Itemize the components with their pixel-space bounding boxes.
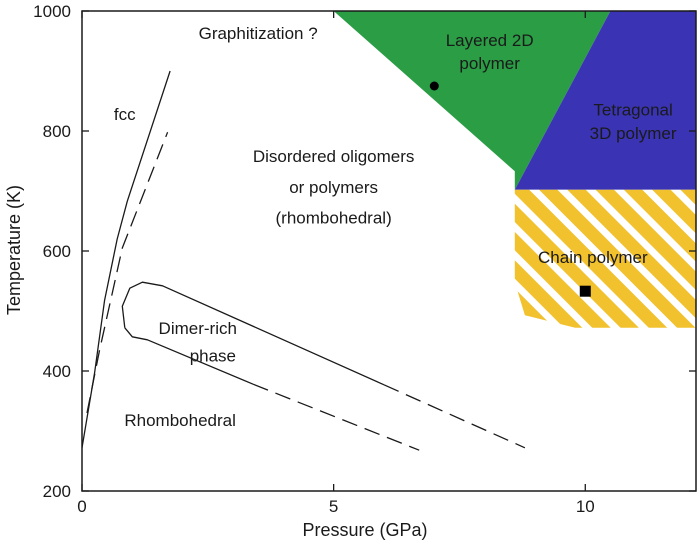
x-tick-label: 5 (329, 497, 338, 516)
y-tick-label: 1000 (33, 2, 71, 21)
region-chain-polymer (514, 189, 696, 328)
square-marker (579, 285, 591, 297)
y-tick-label: 800 (43, 122, 71, 141)
data-markers (429, 81, 591, 297)
label-layered2: polymer (459, 54, 520, 73)
axis-ticks: 0 5 10 200 400 600 800 1000 (33, 2, 696, 516)
label-rhombohedral: Rhombohedral (124, 411, 236, 430)
dashed-boundary-4 (383, 384, 526, 449)
dashed-boundary-2 (86, 131, 169, 414)
phase-regions (333, 11, 696, 328)
y-axis-title: Temperature (K) (4, 185, 24, 315)
label-disordered2: or polymers (289, 178, 378, 197)
solid-boundary-3 (121, 281, 385, 386)
region-tetragonal-3d-polymer (514, 11, 696, 190)
circle-marker (429, 81, 439, 91)
label-chain: Chain polymer (538, 248, 648, 267)
dashed-boundary-6 (252, 383, 420, 451)
label-tetragonal1: Tetragonal (593, 100, 672, 119)
label-tetragonal2: 3D polymer (590, 124, 677, 143)
y-tick-label: 600 (43, 242, 71, 261)
y-tick-label: 200 (43, 482, 71, 501)
label-layered1: Layered 2D (446, 31, 534, 50)
x-tick-label: 0 (77, 497, 86, 516)
solid-boundary-1 (82, 70, 171, 448)
label-disordered1: Disordered oligomers (253, 147, 415, 166)
label-graphitization: Graphitization ? (199, 24, 318, 43)
label-disordered3: (rhombohedral) (276, 208, 392, 227)
region-layered-2d-polymer (333, 11, 611, 190)
x-tick-label: 10 (576, 497, 595, 516)
label-fcc: fcc (114, 105, 136, 124)
label-dimer2: phase (190, 346, 236, 365)
phase-boundaries (82, 70, 526, 451)
x-axis-title: Pressure (GPa) (302, 520, 427, 540)
y-tick-label: 400 (43, 362, 71, 381)
label-dimer1: Dimer-rich (159, 319, 237, 338)
solid-boundary-5 (124, 327, 254, 385)
